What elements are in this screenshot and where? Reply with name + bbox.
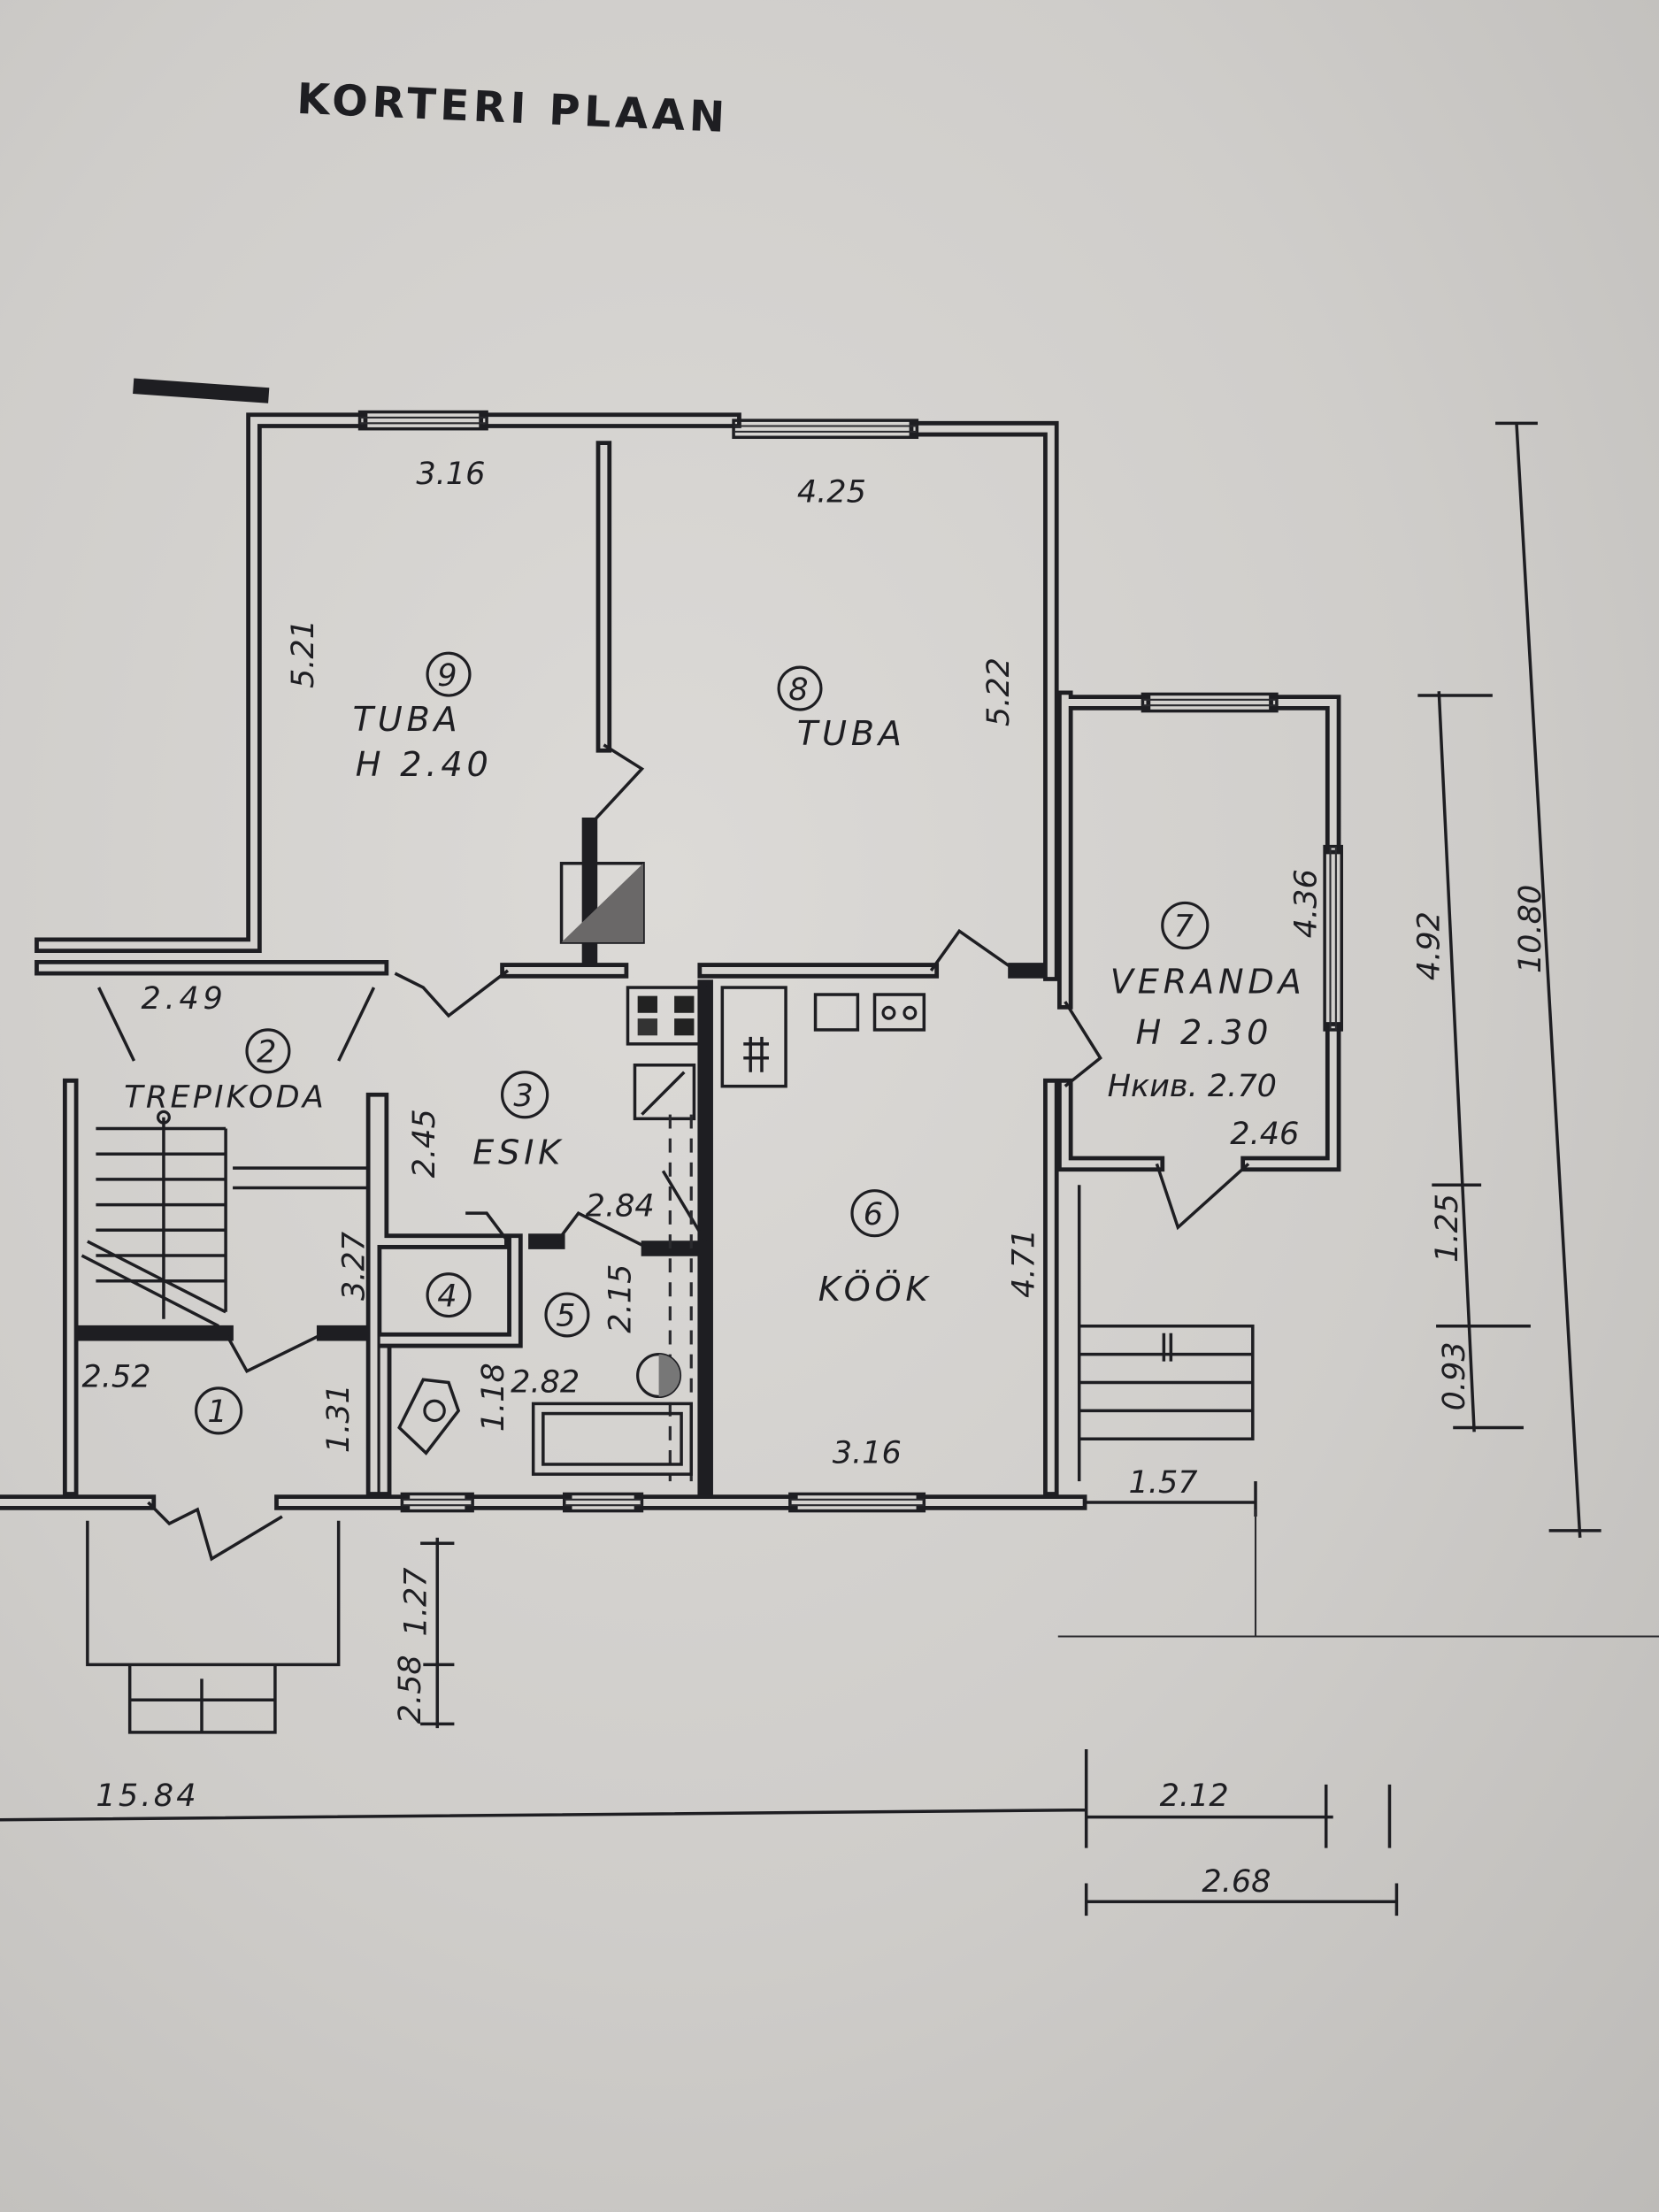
dimension-lines <box>0 421 1659 1916</box>
room-number: 2 <box>257 1034 276 1071</box>
window <box>788 1492 926 1513</box>
dim-room8-width: 4.25 <box>797 474 866 511</box>
dim-porch-depth: 1.27 <box>398 1567 434 1636</box>
room-number: 9 <box>437 657 457 694</box>
dim-porch-total: 2.58 <box>392 1655 428 1724</box>
room-number: 8 <box>788 672 808 708</box>
window <box>732 419 919 440</box>
hob-icon <box>872 993 926 1032</box>
room-name: KÖÖK <box>818 1269 933 1310</box>
windows <box>357 410 1344 1513</box>
room-ceiling-height: Нкив. 2.70 <box>1108 1068 1277 1104</box>
room-height: H 2.40 <box>356 745 493 785</box>
room-6: 6 KÖÖK <box>818 1189 933 1310</box>
window <box>563 1492 644 1513</box>
dim-right-veranda: 4.92 <box>1410 911 1447 980</box>
dim-right-mid: 1.25 <box>1429 1194 1465 1263</box>
dim-veranda-width: 2.46 <box>1230 1116 1299 1152</box>
room-name: ESIK <box>472 1133 565 1172</box>
room-number: 1 <box>207 1394 227 1430</box>
room-4: 4 <box>426 1272 472 1318</box>
dim-kitchen-length: 4.71 <box>1006 1229 1042 1298</box>
walls <box>0 378 1341 1510</box>
dim-wc-length: 1.18 <box>475 1363 511 1432</box>
room-9: 9 TUBA H 2.40 <box>353 651 493 785</box>
dim-bottom-right-a: 2.12 <box>1160 1778 1229 1814</box>
room-number: 7 <box>1174 909 1194 945</box>
dim-veranda-length: 4.36 <box>1288 869 1325 938</box>
counter <box>720 986 787 1088</box>
room-number: 5 <box>556 1298 575 1334</box>
dim-room5-length: 2.15 <box>603 1264 639 1333</box>
porches <box>86 1185 1255 1734</box>
dim-trepikoda-length: 3.27 <box>335 1232 372 1301</box>
toilet-icon <box>397 1378 461 1455</box>
dim-right-total: 10.80 <box>1512 885 1548 973</box>
room-name: TREPIKODA <box>124 1079 326 1116</box>
room-number: 4 <box>437 1278 457 1314</box>
dimension-labels: 3.16 4.25 5.21 5.22 4.36 2.46 2.49 3.27 … <box>81 456 1548 1900</box>
dim-bottom-right-b: 2.68 <box>1202 1863 1271 1900</box>
room-1: 1 <box>195 1386 243 1435</box>
room-3: 3 ESIK <box>472 1071 565 1172</box>
dim-room5-width: 2.82 <box>511 1364 580 1401</box>
dim-room1-width: 2.52 <box>81 1358 150 1394</box>
window <box>357 410 488 431</box>
dim-steps-width: 1.57 <box>1129 1464 1198 1501</box>
dim-esik-length: 2.45 <box>406 1109 442 1178</box>
dim-kitchen-width: 3.16 <box>833 1434 902 1471</box>
room-5: 5 <box>544 1292 590 1338</box>
room-number: 3 <box>513 1078 533 1114</box>
dim-room1-length: 1.31 <box>320 1384 357 1453</box>
room-8: 8 TUBA <box>777 665 906 754</box>
room-height: H 2.30 <box>1135 1013 1272 1053</box>
window <box>400 1492 474 1513</box>
window <box>1141 692 1279 713</box>
dim-room8-length: 5.22 <box>980 657 1017 726</box>
room-number: 6 <box>864 1196 883 1233</box>
dim-room9-length: 5.21 <box>285 619 321 688</box>
dim-trepikoda-width: 2.49 <box>141 980 227 1017</box>
dim-room9-width: 3.16 <box>416 456 485 492</box>
room-name: TUBA <box>797 714 906 754</box>
room-name: VERANDA <box>1110 962 1306 1002</box>
stairs <box>81 1110 370 1328</box>
sink-icon <box>813 993 860 1032</box>
doors <box>97 743 1250 1562</box>
dim-esik-width: 2.84 <box>586 1187 655 1224</box>
dim-total-width: 15.84 <box>96 1778 198 1814</box>
room-7: 7 VERANDA H 2.30 Нкив. 2.70 <box>1108 901 1306 1104</box>
bathtub-icon <box>531 1402 694 1476</box>
window <box>1323 844 1344 1032</box>
fixtures <box>397 862 926 1482</box>
room-2: 2 TREPIKODA <box>124 1028 326 1116</box>
plan-title: KORTERI PLAAN <box>296 75 730 142</box>
room-name: TUBA <box>353 700 462 740</box>
dim-right-low: 0.93 <box>1436 1341 1472 1410</box>
